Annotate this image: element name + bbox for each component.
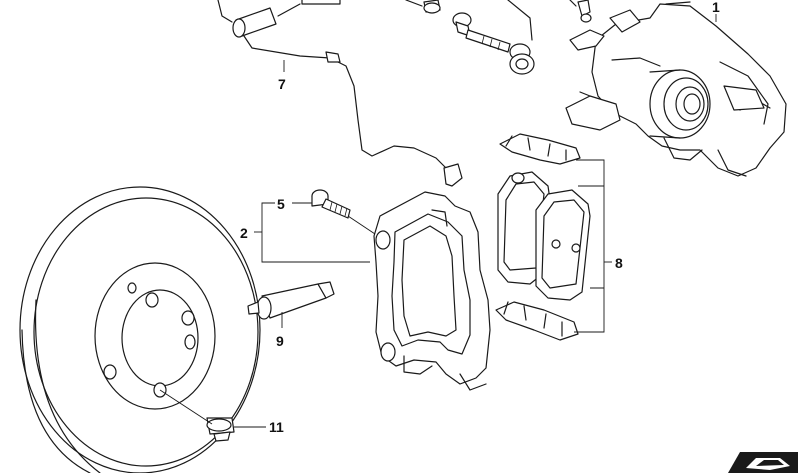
bolt-to-carrier-leader bbox=[347, 215, 376, 235]
locating-hole bbox=[127, 282, 137, 294]
disc-screw bbox=[206, 417, 235, 442]
carrier-bolt-boss bbox=[375, 230, 391, 250]
caliper-carrier bbox=[373, 191, 491, 391]
anti-rattle-clip-lower bbox=[495, 301, 579, 341]
callout-5: 5 bbox=[277, 196, 285, 212]
wheel-bolt-hole bbox=[145, 292, 159, 308]
catalog-badge bbox=[728, 452, 798, 473]
guide-boot bbox=[509, 53, 535, 75]
wear-sensor bbox=[217, 0, 463, 187]
anti-rattle-clip-upper bbox=[499, 133, 581, 165]
disc-screw-leader bbox=[159, 389, 213, 425]
brake-pad-outer bbox=[535, 189, 591, 301]
bleed-valve bbox=[569, 0, 592, 23]
wheel-bolt-hole bbox=[103, 364, 117, 380]
guide-bolt-long bbox=[452, 0, 535, 75]
caliper-window bbox=[723, 85, 765, 111]
caliper-bleed-boss bbox=[569, 29, 605, 51]
carrier-bolt-boss bbox=[380, 342, 396, 362]
brake-disc bbox=[19, 186, 261, 473]
guide-bolt-short bbox=[405, 0, 441, 14]
grease-tube bbox=[247, 281, 335, 320]
carrier-bolt bbox=[311, 189, 351, 219]
callout-2-bracket bbox=[261, 202, 370, 263]
callout-8-bracket bbox=[574, 159, 605, 333]
wheel-bolt-hole bbox=[184, 334, 196, 350]
wheel-bolt-hole bbox=[181, 310, 195, 326]
callout-9: 9 bbox=[276, 333, 284, 349]
brake-caliper bbox=[565, 1, 787, 177]
callout-7: 7 bbox=[278, 76, 286, 92]
callout-1: 1 bbox=[712, 0, 720, 15]
callout-2: 2 bbox=[240, 225, 248, 241]
callout-8: 8 bbox=[615, 255, 623, 271]
caliper-hose-boss bbox=[609, 9, 641, 33]
callout-11: 11 bbox=[269, 419, 284, 435]
